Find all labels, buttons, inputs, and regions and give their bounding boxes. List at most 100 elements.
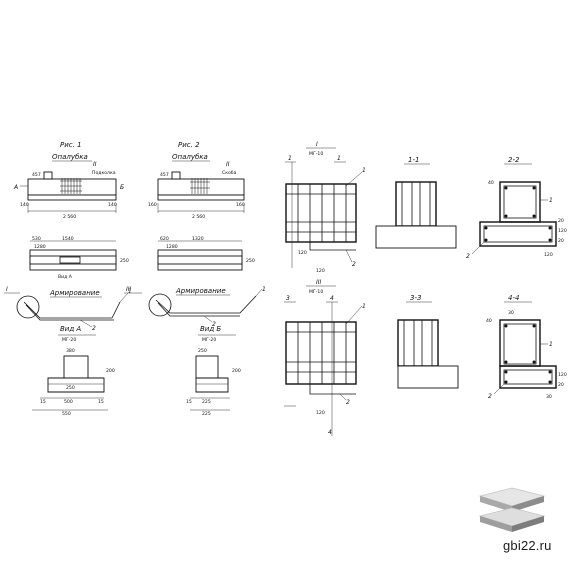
fig1-title: Рис. 1 xyxy=(60,141,82,149)
plan2-dim-2: 1320 xyxy=(192,236,204,242)
sec22-callout-2: 2 xyxy=(466,253,470,260)
reinf1-callout-2: 2 xyxy=(92,325,96,332)
fig1-dim-3: 140 xyxy=(108,202,117,208)
fig1-dim-1: 140 xyxy=(20,202,29,208)
plan1-dim-2: 1540 xyxy=(62,236,74,242)
fig1-dim-0: 457 xyxy=(32,172,41,178)
plan1-dim-1: 1280 xyxy=(34,244,46,250)
det1-marker: I xyxy=(316,141,318,148)
reinforcement-2: III Армирование 1 2 xyxy=(124,286,266,328)
view-a-title: Вид А xyxy=(60,325,81,333)
sec44-dim-4: 20 xyxy=(558,382,564,388)
sec22-dim-2: 120 xyxy=(558,228,567,234)
view-b-dim-3: 225 xyxy=(202,411,211,417)
det1-dim-0: 120 xyxy=(298,250,307,256)
fig2-title: Рис. 2 xyxy=(178,141,200,149)
fig1-tag: Подколка xyxy=(92,170,116,176)
view-a-dim-3: 500 xyxy=(64,399,73,405)
fig1-marker: II xyxy=(93,161,97,168)
view-a-dim-0: 380 xyxy=(66,348,75,354)
fig2-marker: II xyxy=(226,161,230,168)
fig2-subtitle: Опалубка xyxy=(172,153,208,161)
fig2-dim-1: 160 xyxy=(148,202,157,208)
section-4-4: 4-4 1 2 40 30 30 120 20 xyxy=(486,294,567,400)
sec44-dim-1: 30 xyxy=(508,310,514,316)
det3-marker: III xyxy=(316,279,322,286)
det1-ref: МГ-10 xyxy=(309,151,323,157)
reinforcement-1: I Армирование 1 2 xyxy=(4,286,132,332)
reinf1-callout-1: 1 xyxy=(128,288,132,295)
det1-cut-left: 1 xyxy=(288,155,292,162)
plan2-dim-1: 1280 xyxy=(166,244,178,250)
view-a-dim-2: 250 xyxy=(66,385,75,391)
fig1-subtitle: Опалубка xyxy=(52,153,88,161)
view-a-ref: МГ-20 xyxy=(62,337,76,343)
det3-dim-0: 120 xyxy=(316,410,325,416)
fig2-hatch xyxy=(190,178,210,194)
fig1-dim-2: 2 560 xyxy=(63,214,76,220)
det3-ref: МГ-10 xyxy=(309,289,323,295)
det1-callout-1: 1 xyxy=(362,167,366,174)
fig1-formwork: Рис. 1 Опалубка II Подколка А Б 457 140 … xyxy=(13,141,124,220)
reinf2-callout-2: 2 xyxy=(212,321,216,328)
plan1-view: 530 1280 1540 250 Вид А xyxy=(29,236,129,280)
plan1-dim-4: Вид А xyxy=(58,274,73,280)
view-a: Вид А МГ-20 380 200 250 500 550 15 15 xyxy=(32,325,115,417)
reinf1-title: Армирование xyxy=(49,289,100,297)
sec22-title: 2-2 xyxy=(508,156,520,164)
fig2-tag: Скоба xyxy=(222,170,237,176)
reinf2-marker: III xyxy=(126,286,132,293)
det3-cut-right: 4 xyxy=(330,295,334,302)
fig1-label-b: Б xyxy=(120,184,124,191)
site-label: gbi22.ru xyxy=(503,538,552,553)
sec11-title: 1-1 xyxy=(408,156,419,164)
fig2-formwork: Рис. 2 Опалубка II Скоба 457 160 2 560 1… xyxy=(148,141,245,220)
det1-dim-1: 120 xyxy=(316,268,325,274)
section-1-1: 1-1 xyxy=(375,156,457,249)
sec22-callout-1: 1 xyxy=(549,197,553,204)
plan2-dim-0: 620 xyxy=(160,236,169,242)
plan1-dim-3: 250 xyxy=(120,258,129,264)
view-a-dim-6: 15 xyxy=(98,399,104,405)
det3-cut-left: 3 xyxy=(286,295,290,302)
section-3-3: 3-3 xyxy=(397,294,459,389)
detail-1: I МГ-10 1 1 1 2 120 120 xyxy=(285,141,366,274)
plan2-dim-3: 250 xyxy=(246,258,255,264)
sec44-callout-1: 1 xyxy=(549,341,553,348)
det3-callout-1: 1 xyxy=(362,303,366,310)
view-a-dim-1: 200 xyxy=(106,368,115,374)
detail-3: III МГ-10 3 4 1 2 120 4 xyxy=(284,279,366,436)
sec44-callout-2: 2 xyxy=(488,393,492,400)
det1-callout-2: 2 xyxy=(352,261,356,268)
view-a-dim-4: 550 xyxy=(62,411,71,417)
sec22-dim-1: 20 xyxy=(558,218,564,224)
det3-dim-1: 4 xyxy=(328,429,332,436)
fig2-dim-3: 160 xyxy=(236,202,245,208)
reinf2-title: Армирование xyxy=(175,287,226,295)
view-b-dim-0: 250 xyxy=(198,348,207,354)
reinf2-callout-1: 1 xyxy=(262,286,266,293)
sec44-dim-3: 120 xyxy=(558,372,567,378)
det1-cut-right: 1 xyxy=(337,155,341,162)
view-b-dim-2: 225 xyxy=(202,399,211,405)
reinf1-marker: I xyxy=(6,286,8,293)
sec44-dim-2: 30 xyxy=(546,394,552,400)
plan1-dim-0: 530 xyxy=(32,236,41,242)
view-a-dim-5: 15 xyxy=(40,399,46,405)
sec22-dim-0: 40 xyxy=(488,180,494,186)
sec33-title: 3-3 xyxy=(410,294,421,302)
view-b-ref: МГ-20 xyxy=(202,337,216,343)
layered-slabs-icon xyxy=(478,487,546,532)
view-b-dim-4: 15 xyxy=(186,399,192,405)
det3-callout-2: 2 xyxy=(346,399,350,406)
sec22-dim-4: 120 xyxy=(544,252,553,258)
sec44-title: 4-4 xyxy=(508,294,519,302)
view-b-title: Вид Б xyxy=(200,325,221,333)
fig2-dim-2: 2 560 xyxy=(192,214,205,220)
fig1-hatch xyxy=(60,178,82,194)
view-b-dim-1: 200 xyxy=(232,368,241,374)
fig1-label-a: А xyxy=(13,184,18,191)
section-2-2: 2-2 1 2 40 20 120 20 120 xyxy=(466,156,567,260)
sec44-dim-0: 40 xyxy=(486,318,492,324)
